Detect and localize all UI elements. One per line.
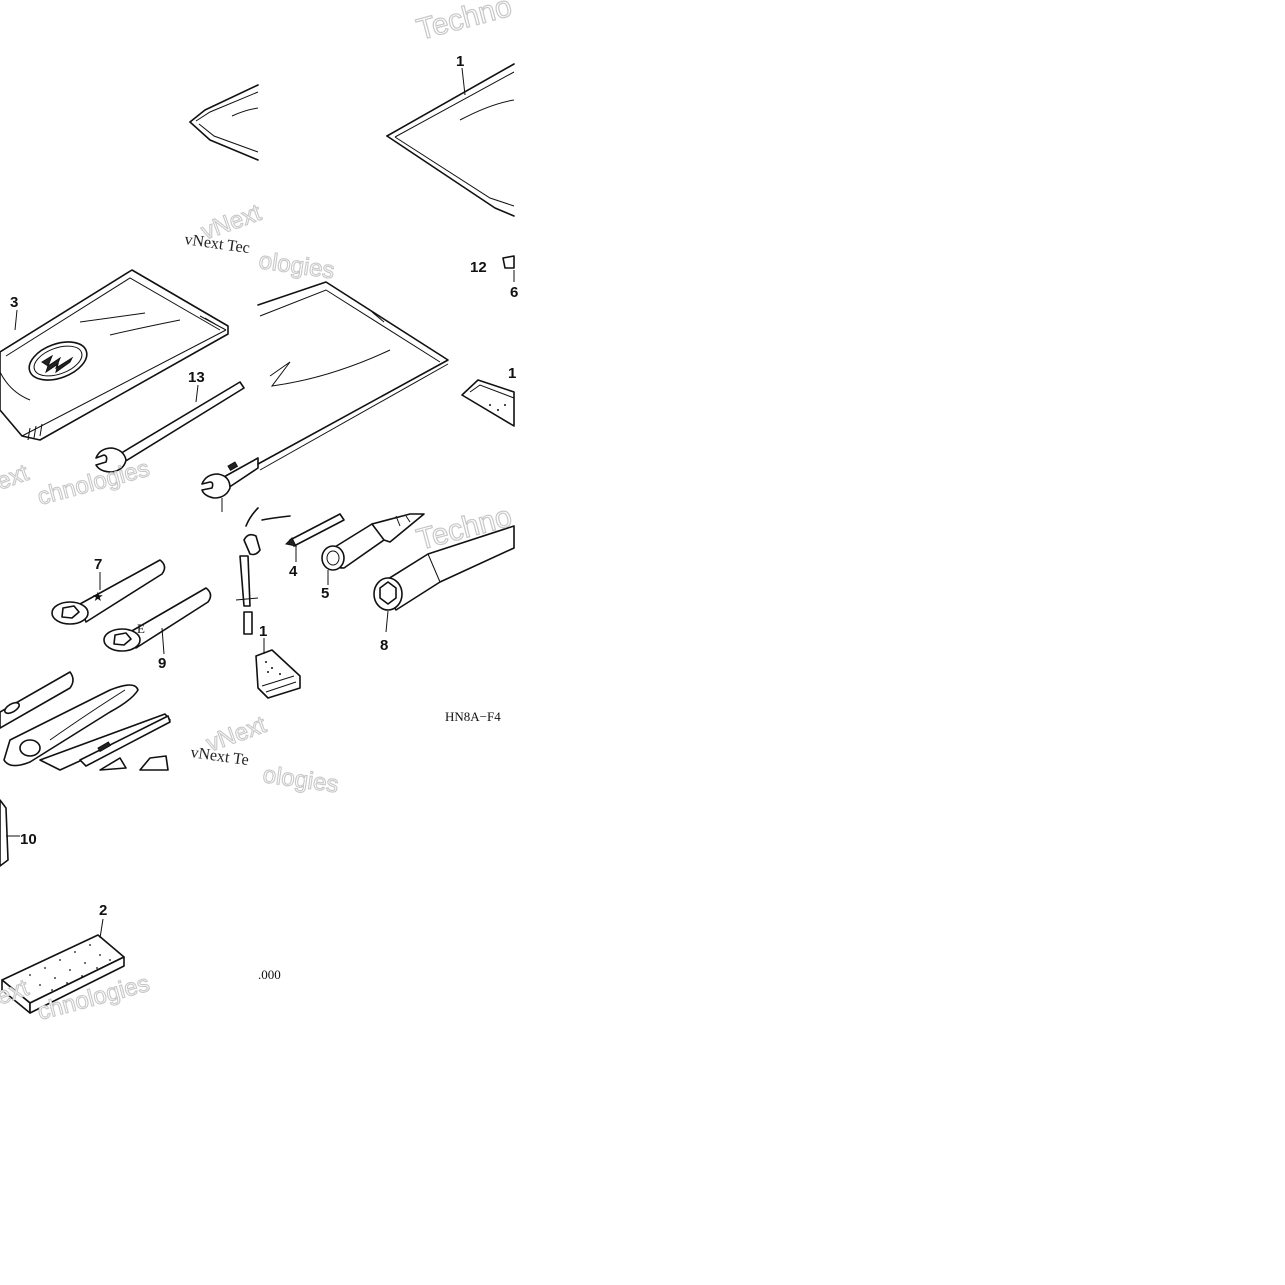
screwdriver-4 <box>284 513 345 562</box>
tile-middle-right: 12 6 1 <box>257 255 518 471</box>
callout-9: 9 <box>158 655 166 672</box>
callout-12: 12 <box>470 259 487 276</box>
tile-bottom-left: 10 2 .000 ext chnologies <box>0 799 281 1026</box>
pliers-partial <box>0 671 171 771</box>
part-code: HN8A−F4 <box>445 709 501 724</box>
svg-text:★: ★ <box>92 589 104 604</box>
tile-top-right: 1 Techno <box>386 0 516 217</box>
wrench-partial <box>201 457 259 512</box>
tile-lower-left: ★ 7 E 9 vNext vNext Te <box>0 556 271 771</box>
pad-2 <box>1 918 125 1014</box>
strap-12 <box>502 255 515 282</box>
watermark-tile-e: vNext vNext Te <box>189 711 270 769</box>
tool-10-partial <box>0 799 20 867</box>
callout-13: 13 <box>188 369 205 386</box>
strap-right <box>461 379 515 427</box>
svg-text:ext: ext <box>0 459 32 495</box>
tile-middle-left: 3 13 ext chnologies ologies <box>0 247 337 512</box>
callout-3: 3 <box>10 294 18 311</box>
callout-1-mid: 1 <box>259 623 267 640</box>
tile-lower-right: 4 5 8 <box>235 499 516 799</box>
wrench-13 <box>95 381 245 473</box>
callout-4: 4 <box>289 563 298 580</box>
watermark-tile-b: Techno <box>413 0 515 47</box>
svg-text:ologies: ologies <box>257 247 336 284</box>
strap-1-mid <box>255 638 301 699</box>
callout-5: 5 <box>321 585 329 602</box>
watermark-tile-a: vNext vNext Tec <box>183 199 265 257</box>
svg-text:vNext Tec: vNext Tec <box>183 231 250 257</box>
callout-2: 2 <box>99 902 107 919</box>
box-wrench-7: ★ <box>51 559 166 625</box>
svg-text:chnologies: chnologies <box>35 455 153 511</box>
box-wrench-9: E <box>103 587 212 655</box>
watermark-tile-f2: ologies <box>261 761 340 798</box>
callout-7: 7 <box>94 556 102 573</box>
tile-top-left: vNext vNext Tec <box>183 84 266 257</box>
callout-1-right-partial: 1 <box>508 365 516 382</box>
socket-8 <box>373 525 515 633</box>
tool-bag-logo <box>0 269 229 441</box>
tool-bag-top <box>386 63 515 217</box>
callout-6-partial: 6 <box>510 284 518 301</box>
tommy-bar-partial <box>235 507 291 635</box>
socket-5 <box>321 513 425 585</box>
callout-1-top: 1 <box>456 53 464 70</box>
code-fragment: .000 <box>258 967 281 982</box>
svg-text:vNext Te: vNext Te <box>189 744 249 769</box>
callout-10: 10 <box>20 831 37 848</box>
tool-bag-open <box>257 281 449 471</box>
svg-text:E: E <box>137 621 145 636</box>
callout-8: 8 <box>380 637 388 654</box>
tool-bag-partial <box>189 84 259 161</box>
